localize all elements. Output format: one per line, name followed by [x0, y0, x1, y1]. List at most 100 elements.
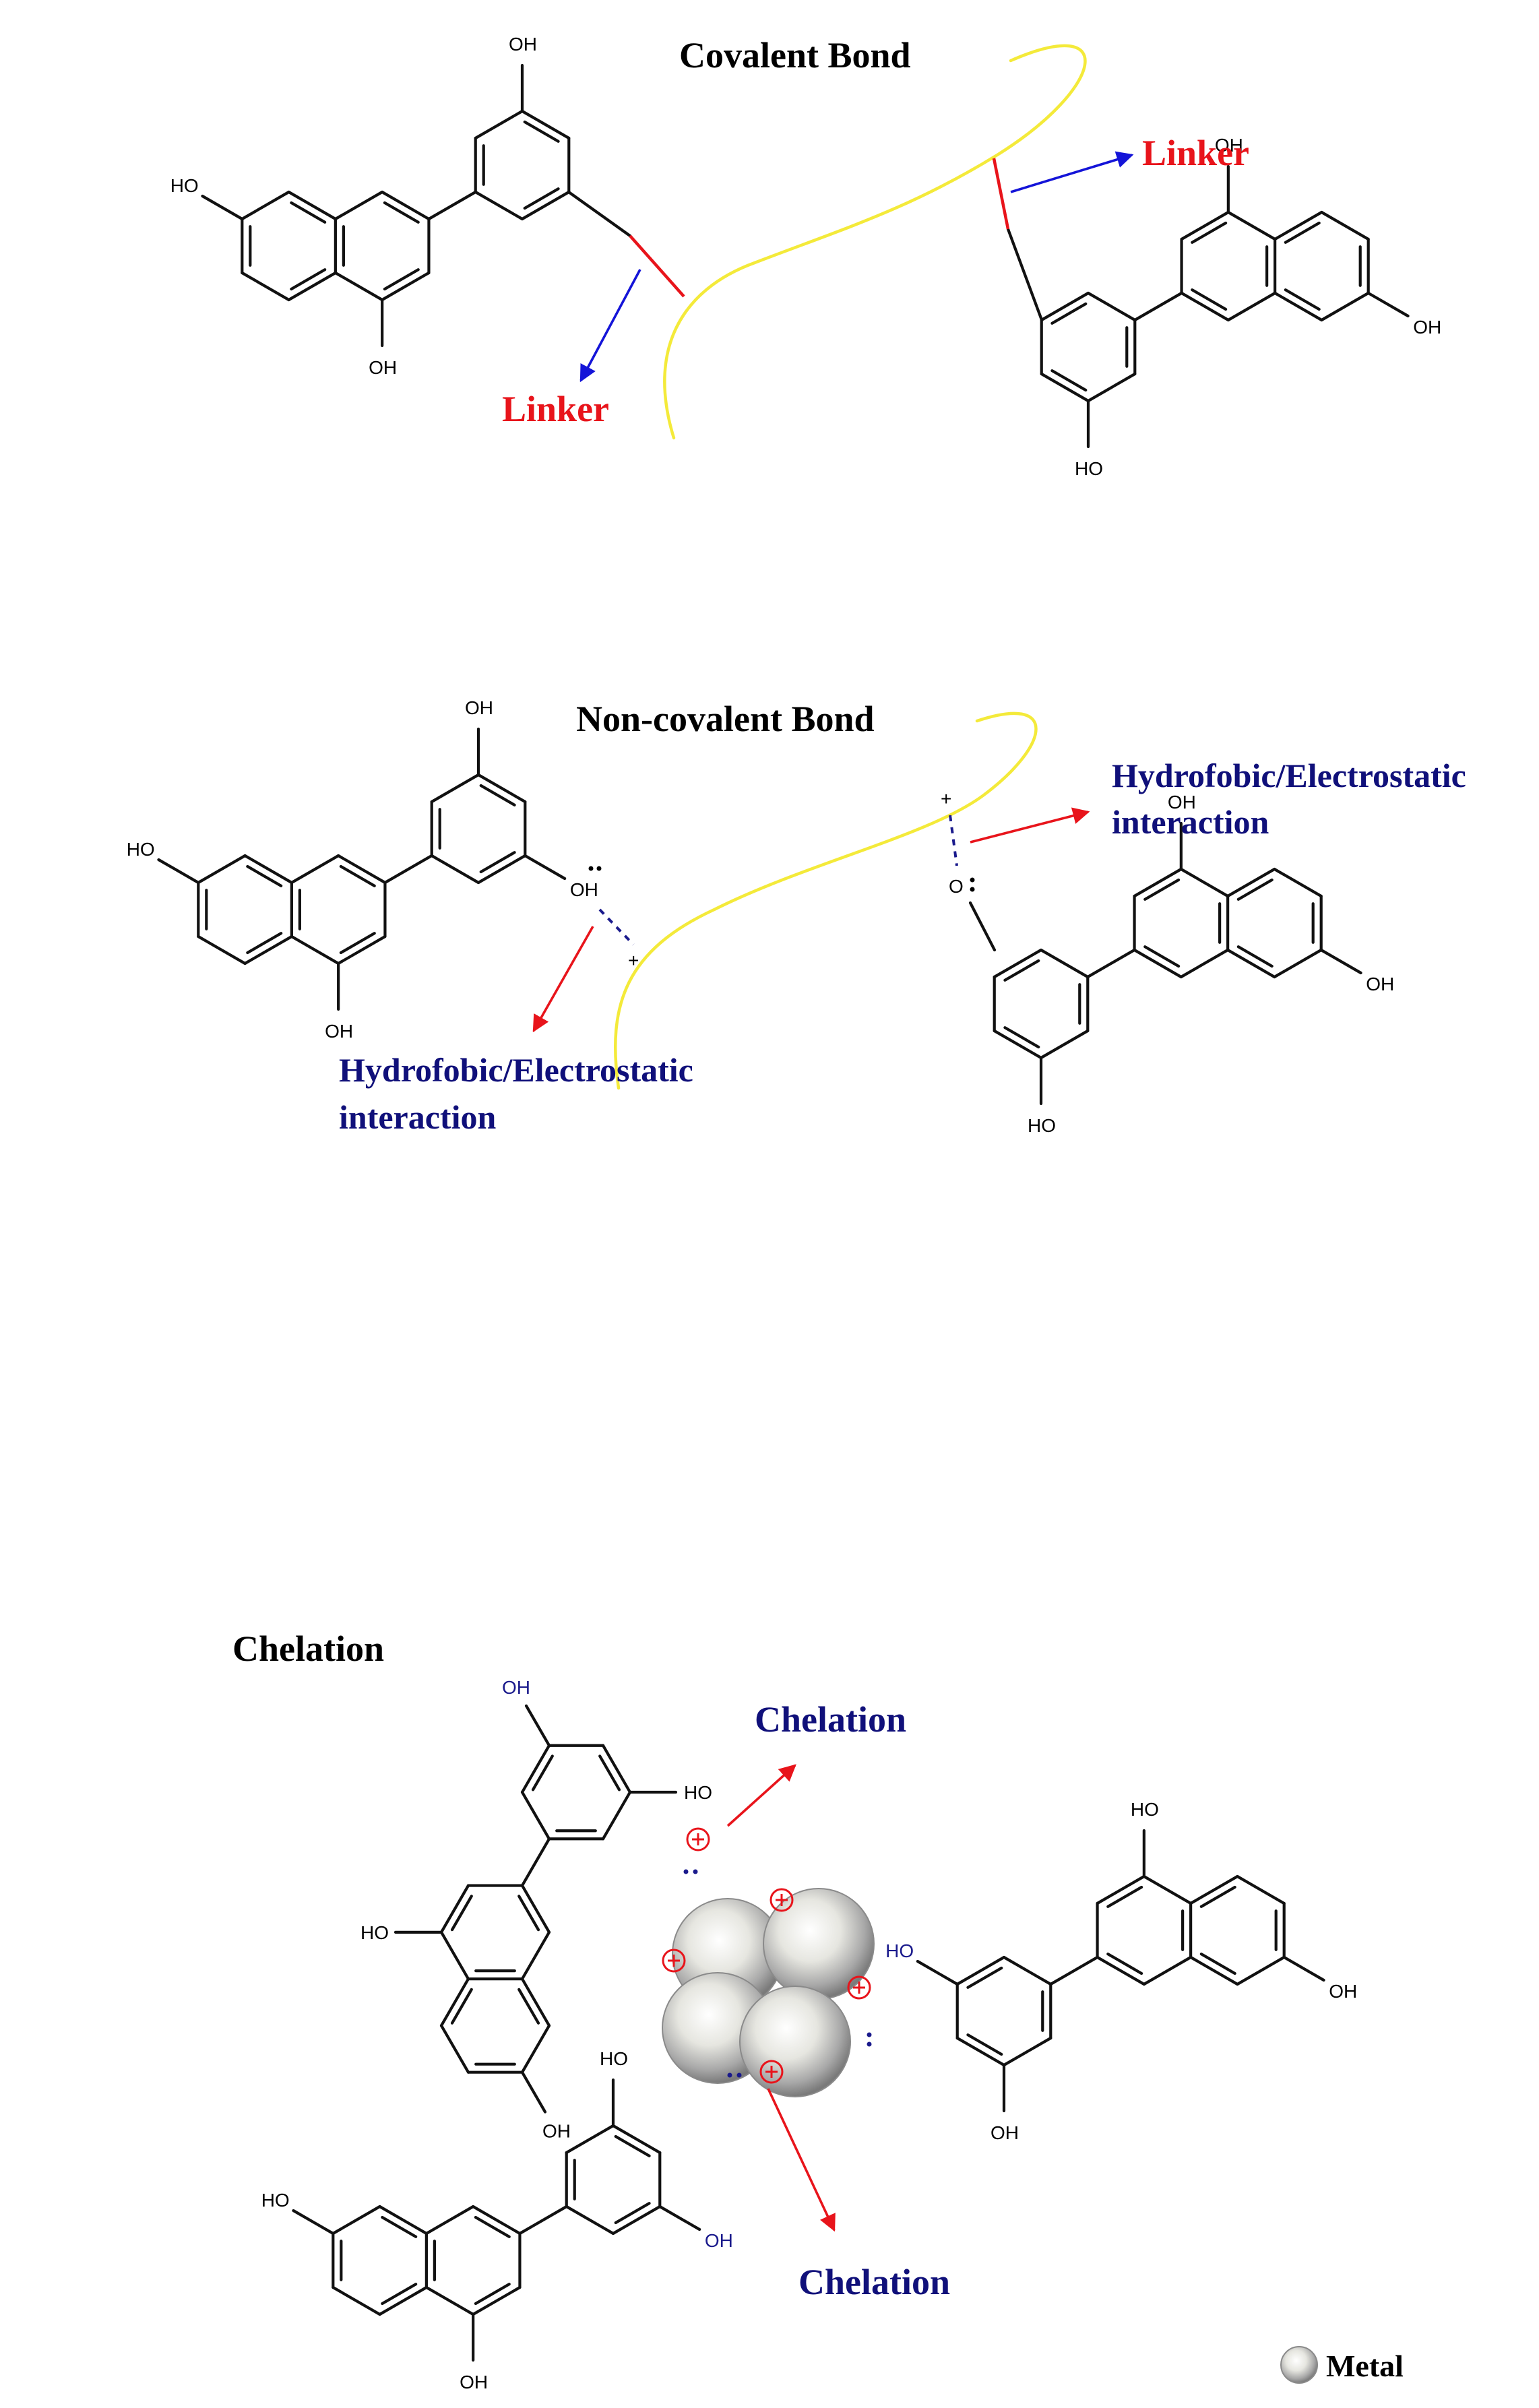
chemical-bond: [1284, 221, 1321, 244]
interaction-label-left-line2: interaction: [339, 1098, 496, 1136]
chemical-bond: [474, 190, 524, 221]
chemical-bond: [474, 2215, 511, 2238]
chemical-bond: [1180, 291, 1230, 322]
chemical-bond: [1003, 959, 1040, 982]
chemical-bond: [479, 851, 516, 874]
hydroxyl-label: HO: [1131, 1799, 1159, 1820]
chemical-bond: [383, 854, 433, 885]
chemical-bond: [1050, 302, 1088, 325]
chemical-bond: [290, 934, 340, 965]
chemical-bond: [241, 190, 290, 221]
chemical-bond: [1226, 291, 1277, 322]
chemical-bond: [1236, 1874, 1286, 1905]
legend: Metal: [1280, 2346, 1404, 2384]
chemical-bond: [1003, 1026, 1040, 1049]
chemical-bond: [246, 932, 283, 955]
chemical-bond: [1049, 1955, 1099, 1986]
hydroxyl-label: HO: [684, 1782, 712, 1803]
chemical-bond: [614, 2202, 651, 2225]
chemical-bond: [517, 1988, 540, 2025]
chemical-bond: [1179, 948, 1230, 979]
chemical-bond: [520, 1744, 551, 1794]
polymer-chain-noncovalent: [614, 711, 1038, 1090]
hydroxyl-label: OH: [325, 1021, 353, 1042]
interaction-label-left-line1: Hydrofobic/Electrostatic: [339, 1051, 693, 1089]
oxygen-anion-label: O: [949, 876, 964, 897]
lone-pair-dot: [588, 866, 594, 871]
metal-sphere: [763, 1888, 875, 2000]
chemical-bond: [1039, 948, 1090, 979]
positive-charge-circle: [662, 1948, 686, 1973]
chemical-bond: [1086, 948, 1136, 979]
chemical-bond: [1039, 1029, 1090, 1060]
chemical-bond: [1002, 2036, 1053, 2067]
interaction-label-right-line1: Hydrofobic/Electrostatic: [1112, 757, 1466, 794]
chemical-bond: [1040, 291, 1090, 322]
chemical-bond: [520, 2070, 547, 2114]
chemical-bond: [520, 1930, 551, 1981]
hydroxyl-label: HO: [170, 175, 199, 196]
chemical-bond: [565, 2205, 615, 2236]
chemical-bond: [916, 1959, 959, 1986]
chemical-bond: [658, 2205, 701, 2231]
chemical-bond: [520, 2024, 551, 2074]
chemical-bond: [425, 2205, 475, 2236]
chemical-bond: [157, 858, 200, 885]
hydroxyl-label: OH: [369, 357, 397, 378]
chemical-bond: [611, 2124, 662, 2155]
covalent-title: Covalent Bond: [679, 35, 911, 75]
chemical-bond: [472, 2205, 522, 2236]
lone-pair-dot: [596, 866, 602, 871]
chemical-bond: [1096, 1874, 1145, 1905]
charge-plus-left: +: [628, 950, 639, 971]
chelation-label-top: Chelation: [755, 1699, 906, 1740]
chemical-bond: [1143, 878, 1181, 901]
lone-pair-dot: [867, 2032, 872, 2037]
lone-pair-dot: [683, 1869, 689, 1874]
chemical-bond: [1236, 878, 1274, 901]
hydroxyl-label: OH: [1366, 974, 1394, 994]
hydroxyl-label: HO: [360, 1922, 389, 1943]
chemical-bond: [611, 2205, 662, 2236]
molecule-right-covalent: HO OH OH: [1006, 135, 1441, 479]
chemical-bond: [430, 854, 480, 885]
chemical-bond: [290, 854, 340, 885]
chemical-bond: [1226, 867, 1276, 898]
chemical-bond: [1143, 945, 1181, 968]
noncovalent-title: Non-covalent Bond: [576, 699, 875, 739]
lone-pair-dot: [970, 887, 975, 892]
linker-label-left: Linker: [502, 389, 609, 429]
chemical-bond: [378, 2205, 428, 2236]
chemical-bond: [383, 201, 420, 224]
hydroxyl-label: OH: [542, 2120, 571, 2141]
chemical-bond: [601, 1744, 632, 1794]
chemical-bond: [425, 2285, 475, 2316]
positive-charge-circle: [759, 2060, 784, 2084]
chemical-bond: [1180, 210, 1230, 241]
hydroxyl-label: OH: [1215, 135, 1243, 156]
chemical-bond: [243, 934, 293, 965]
hydroxyl-label: OH: [1413, 317, 1441, 338]
hydroxyl-label: OH: [1168, 792, 1196, 813]
chemical-bond: [337, 854, 387, 885]
hydroxyl-label: OH: [1329, 1981, 1357, 2002]
chemical-bond: [1142, 1874, 1193, 1905]
interaction-arrow-right: [970, 807, 1090, 844]
chemical-bond: [520, 1790, 551, 1841]
hydroxyl-label: OH: [991, 2122, 1019, 2143]
chemical-bond: [531, 1754, 554, 1792]
chemical-bond: [1274, 210, 1323, 241]
chemical-bond: [523, 120, 560, 143]
chelation-arrow-top: [726, 1764, 796, 1827]
chemical-bond: [601, 1790, 632, 1841]
chemical-bond: [1282, 1955, 1325, 1982]
chemical-bond: [201, 194, 244, 221]
interaction-arrow-left: [532, 926, 594, 1033]
chemical-bond: [381, 190, 431, 221]
hydroxyl-label: HO: [1075, 458, 1103, 479]
chemical-bond: [955, 1955, 1006, 1986]
